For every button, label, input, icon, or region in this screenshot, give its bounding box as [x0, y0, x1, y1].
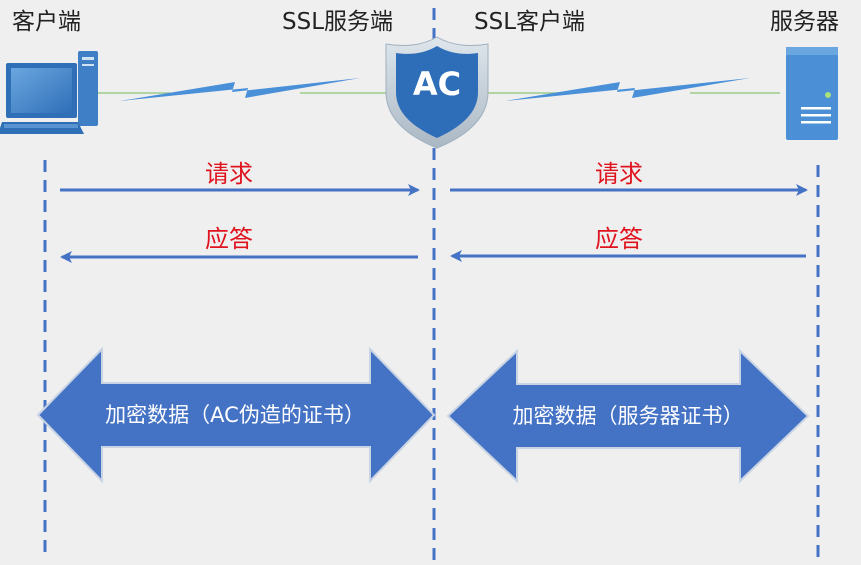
double-arrow-left — [36, 346, 436, 484]
lightning-link-right — [485, 78, 780, 101]
lightning-link-left — [95, 78, 390, 101]
label-ssl-server: SSL服务端 — [282, 9, 394, 35]
computer-icon — [0, 51, 98, 134]
label-left-response: 应答 — [205, 225, 253, 253]
double-arrow-right — [446, 348, 810, 484]
label-right-response: 应答 — [595, 225, 643, 253]
label-right-request: 请求 — [595, 160, 643, 188]
label-ssl-client: SSL客户端 — [474, 9, 586, 35]
label-left-request: 请求 — [205, 160, 253, 188]
label-encrypted-left: 加密数据（AC伪造的证书） — [105, 403, 365, 427]
ac-shield-icon — [385, 36, 489, 149]
ac-badge-text: AC — [412, 65, 462, 103]
label-client: 客户端 — [12, 9, 81, 35]
label-server: 服务器 — [770, 9, 839, 35]
server-icon — [786, 47, 838, 140]
label-encrypted-right: 加密数据（服务器证书） — [512, 404, 744, 428]
